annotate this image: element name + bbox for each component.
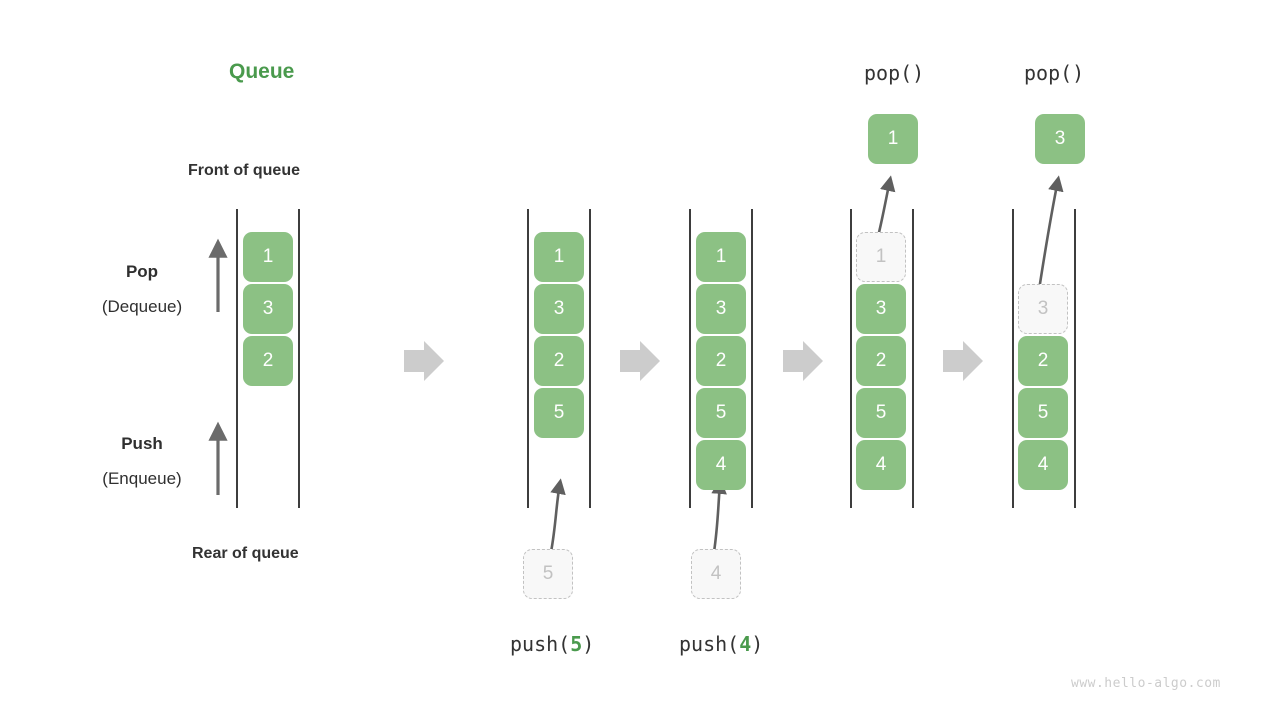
push-4-caption: push(4) [679,632,763,656]
queue-item: 4 [696,440,746,490]
pop-caption-1: pop() [864,61,925,85]
queue-item: 1 [696,232,746,282]
push-5-caption-close: ) [582,632,595,656]
pop-caption-2: pop() [1024,61,1085,85]
popped-item: 3 [1035,114,1085,164]
push-label: Push [121,434,163,453]
popped-item: 1 [868,114,918,164]
push-4-caption-value: 4 [739,632,752,656]
queue-item: 3 [696,284,746,334]
queue-item: 2 [696,336,746,386]
rail-left-col3 [689,209,691,508]
queue-item: 2 [243,336,293,386]
step-arrow-4 [943,341,983,381]
dequeue-label: (Dequeue) [101,297,183,316]
push-4-caption-open: push( [679,632,740,656]
push-5-caption-open: push( [510,632,571,656]
rear-of-queue-label: Rear of queue [192,545,299,562]
rail-left-col4 [850,209,852,508]
queue-item: 3 [243,284,293,334]
queue-item: 2 [1018,336,1068,386]
rail-right-col5 [1074,209,1076,508]
queue-item: 2 [534,336,584,386]
queue-item: 5 [856,388,906,438]
popped-slot-ghost: 3 [1018,284,1068,334]
rail-right-col1 [298,209,300,508]
push-5-caption: push(5) [510,632,594,656]
push-4-arrow [711,478,727,553]
queue-item: 3 [856,284,906,334]
queue-item: 5 [1018,388,1068,438]
pop-label: Pop [125,262,159,281]
queue-item: 4 [856,440,906,490]
queue-item: 1 [243,232,293,282]
queue-item: 1 [534,232,584,282]
front-of-queue-label: Front of queue [188,162,300,179]
watermark: www.hello-algo.com [1071,676,1221,691]
queue-item: 3 [534,284,584,334]
incoming-item-ghost: 5 [523,549,573,599]
queue-item: 4 [1018,440,1068,490]
rail-right-col3 [751,209,753,508]
rail-left-col2 [527,209,529,508]
popped-slot-ghost: 1 [856,232,906,282]
push-5-caption-value: 5 [570,632,583,656]
incoming-item-ghost: 4 [691,549,741,599]
step-arrow-2 [620,341,660,381]
push-4-caption-close: ) [751,632,764,656]
step-arrow-3 [783,341,823,381]
queue-item: 5 [696,388,746,438]
enqueue-label: (Enqueue) [102,469,182,488]
rail-left-col5 [1012,209,1014,508]
rail-right-col4 [912,209,914,508]
pop-3-arrow [1037,175,1064,291]
step-arrow-1 [404,341,444,381]
rail-left-col1 [236,209,238,508]
queue-item: 2 [856,336,906,386]
page-title: Queue [229,60,295,83]
push-5-arrow [549,478,566,553]
rail-right-col2 [589,209,591,508]
queue-item: 5 [534,388,584,438]
